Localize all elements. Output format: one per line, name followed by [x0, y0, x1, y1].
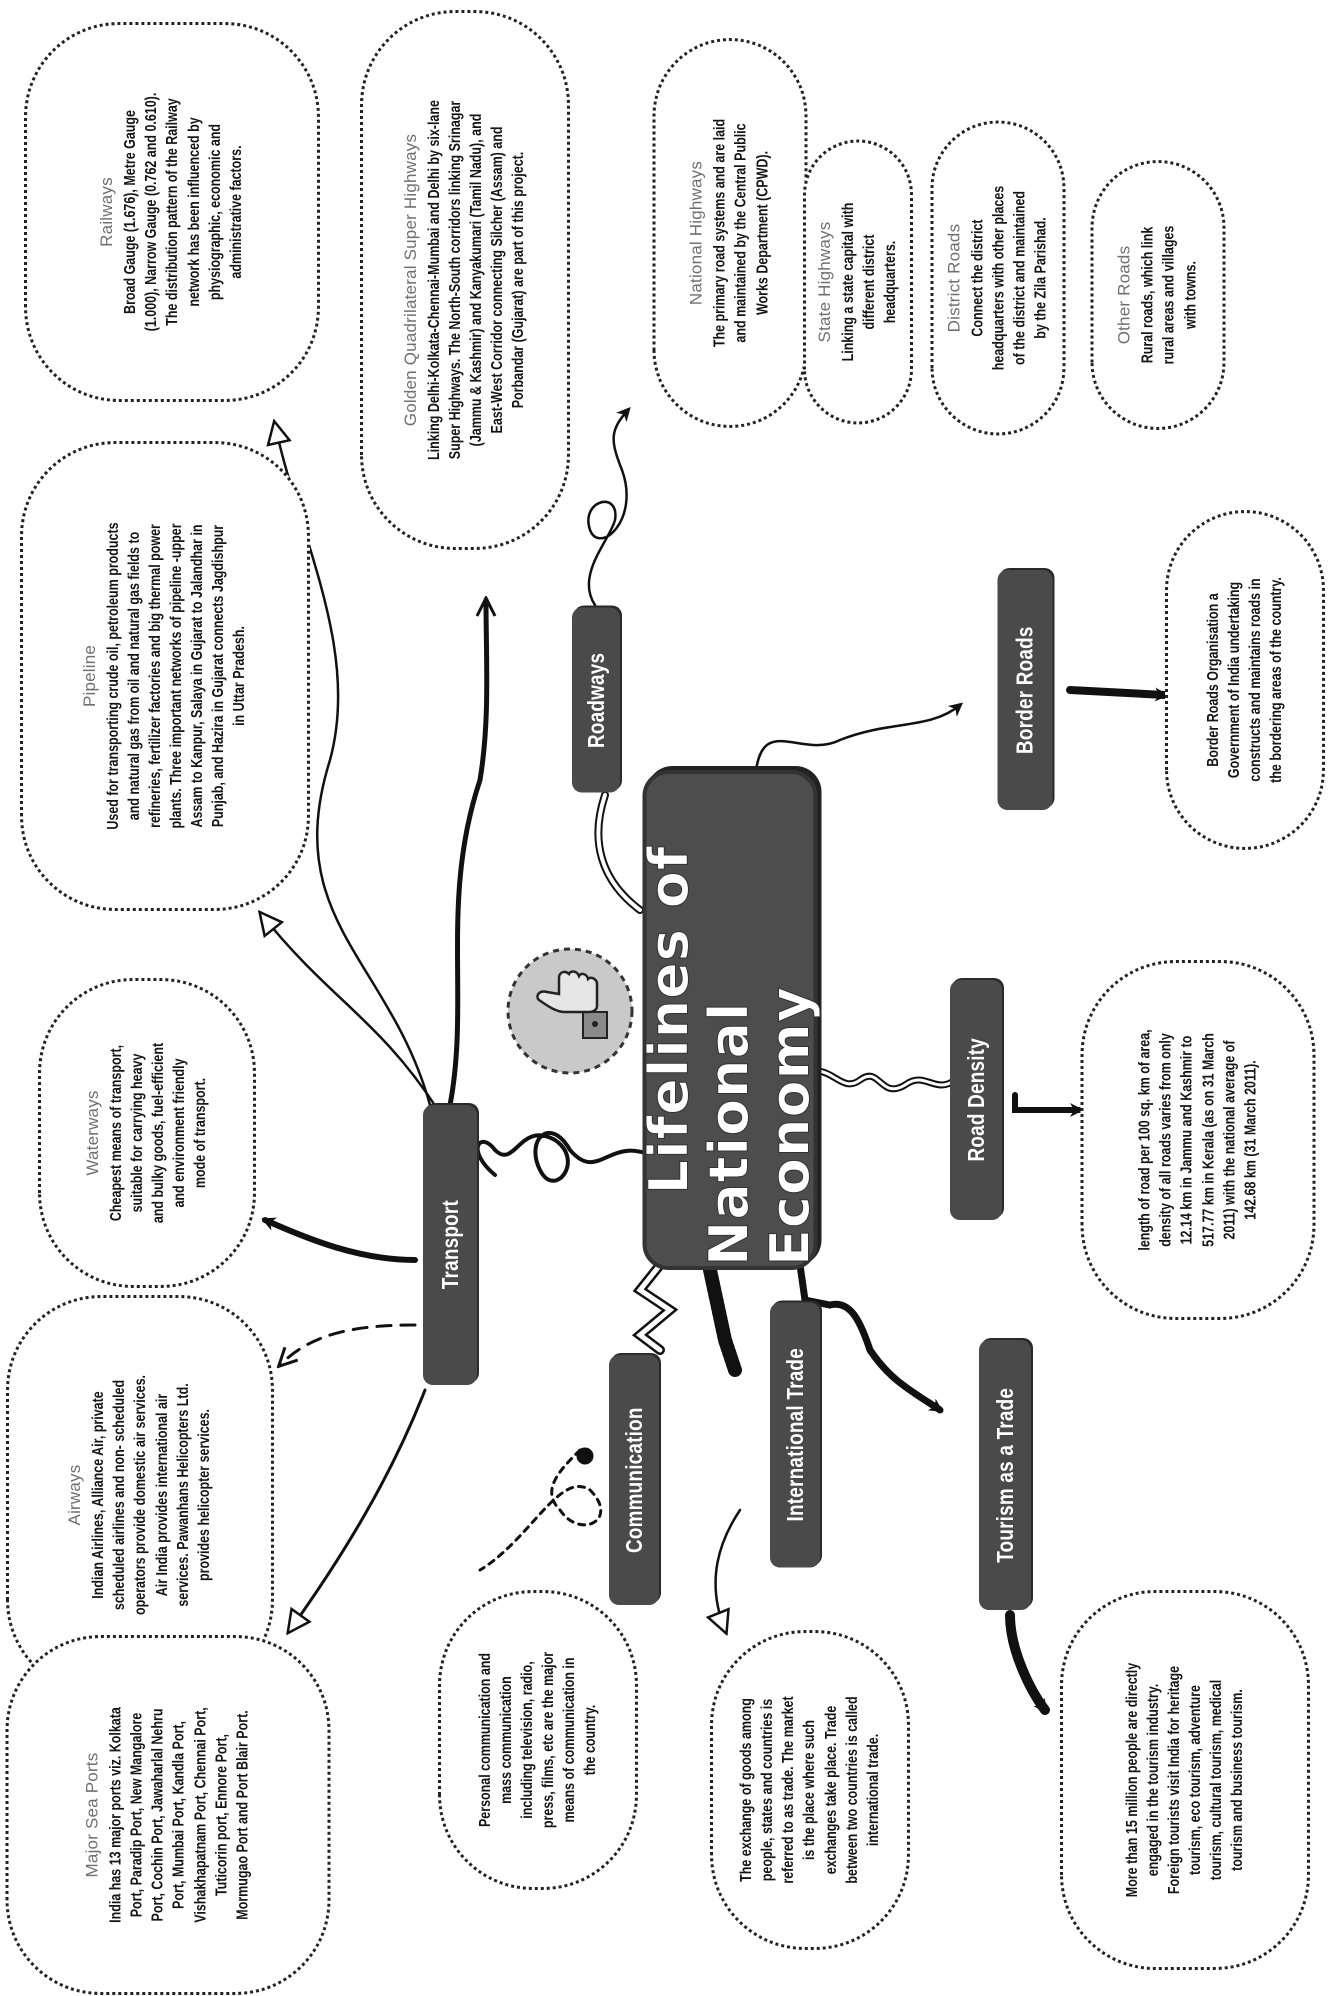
bubble-state-highways: State Highways Linking a state capital w…	[803, 139, 913, 425]
golden-quad-text: Linking Delhi-Kolkata-Chennai-Mumbai and…	[425, 100, 528, 460]
district-roads-title: District Roads	[944, 223, 964, 333]
link-trade-text	[716, 1508, 742, 1630]
district-roads-text: Connect the district headquarters with o…	[969, 185, 1050, 371]
bubble-border-roads: Border Roads Organisation a Government o…	[1165, 510, 1325, 850]
bubble-national-highways: National Highways The primary road syste…	[652, 38, 808, 428]
airways-title: Airways	[65, 1464, 85, 1526]
link-border-roads	[753, 702, 964, 782]
bubble-tourism: More than 15 million people are directly…	[1060, 1590, 1310, 1970]
tourism-text: More than 15 million people are directly…	[1123, 1662, 1247, 1898]
link-tourism-text	[1005, 1610, 1050, 1715]
link-tourism	[796, 1261, 944, 1414]
bubble-pipeline: Pipeline Used for transporting crude oil…	[20, 441, 310, 911]
label-international-trade: International Trade	[770, 1302, 820, 1568]
thumbs-up-icon	[505, 946, 635, 1076]
label-border-roads: Border Roads	[997, 570, 1053, 810]
center-title-line2: National Economy	[697, 985, 822, 1266]
bubble-road-density: length of road per 100 sq. km of area, d…	[1080, 960, 1316, 1320]
link-pipeline	[262, 915, 440, 1112]
link-national-highways	[587, 407, 631, 607]
sea-ports-text: India has 13 major ports viz. Kolkata Po…	[107, 1707, 252, 1923]
bubble-international-trade: The exchange of goods among people, stat…	[710, 1630, 910, 1950]
international-trade-text: The exchange of goods among people, stat…	[738, 1696, 882, 1884]
bubble-golden-quad: Golden Quadrilateral Super Highways Link…	[360, 10, 570, 550]
sea-ports-title: Major Sea Ports	[82, 1752, 102, 1878]
link-airways	[280, 1323, 417, 1365]
bubble-other-roads: Other Roads Rural roads, which link rura…	[1090, 160, 1226, 430]
state-highways-title: State Highways	[814, 221, 834, 343]
link-waterways	[261, 1217, 418, 1263]
label-communication: Communication	[609, 1355, 659, 1605]
other-roads-title: Other Roads	[1114, 245, 1134, 345]
communication-text: Personal communication and mass communic…	[476, 1651, 600, 1829]
center-title-line1: Lifelines of	[637, 845, 701, 1195]
link-golden	[447, 600, 487, 1108]
bubble-sea-ports: Major Sea Ports India has 13 major ports…	[5, 1635, 331, 1995]
link-border-text	[1066, 686, 1169, 702]
national-highways-text: The primary road systems and are laid an…	[711, 118, 772, 348]
waterways-text: Cheapest means of transport, suitable fo…	[107, 1042, 210, 1224]
waterways-title: Waterways	[82, 1090, 102, 1176]
link-transport	[475, 1130, 662, 1183]
pipeline-text: Used for transporting crude oil, petrole…	[104, 522, 249, 830]
golden-quad-title: Golden Quadrilateral Super Highways	[400, 133, 420, 427]
label-transport: Transport	[423, 1105, 477, 1385]
bubble-railways: Railways Broad Gauge (1.676), Metre Gaug…	[24, 22, 320, 402]
link-density-text	[1012, 1092, 1084, 1117]
state-highways-text: Linking a state capital with different d…	[839, 202, 900, 362]
bubble-communication: Personal communication and mass communic…	[438, 1590, 638, 1890]
bubble-district-roads: District Roads Connect the district head…	[930, 120, 1066, 436]
pipeline-title: Pipeline	[79, 644, 99, 708]
label-tourism: Tourism as a Trade	[979, 1340, 1031, 1610]
label-road-density: Road Density	[950, 980, 1002, 1220]
border-roads-text: Border Roads Organisation a Government o…	[1204, 577, 1286, 783]
airways-text: Indian Airlines, Alliance Air, private s…	[90, 1375, 213, 1615]
label-roadways: Roadways	[572, 607, 620, 793]
link-intl-trade	[703, 1263, 742, 1377]
link-seaports	[290, 1388, 427, 1630]
railways-text: Broad Gauge (1.676), Metre Gauge (1.000)…	[122, 92, 245, 332]
link-comm-text	[478, 1448, 603, 1572]
bubble-waterways: Waterways Cheapest means of transport, s…	[38, 978, 256, 1288]
other-roads-text: Rural roads, which link rural areas and …	[1139, 225, 1200, 365]
railways-title: Railways	[97, 177, 117, 247]
national-highways-title: National Highways	[686, 160, 706, 306]
road-density-text: length of road per 100 sq. km of area, d…	[1136, 1029, 1260, 1251]
